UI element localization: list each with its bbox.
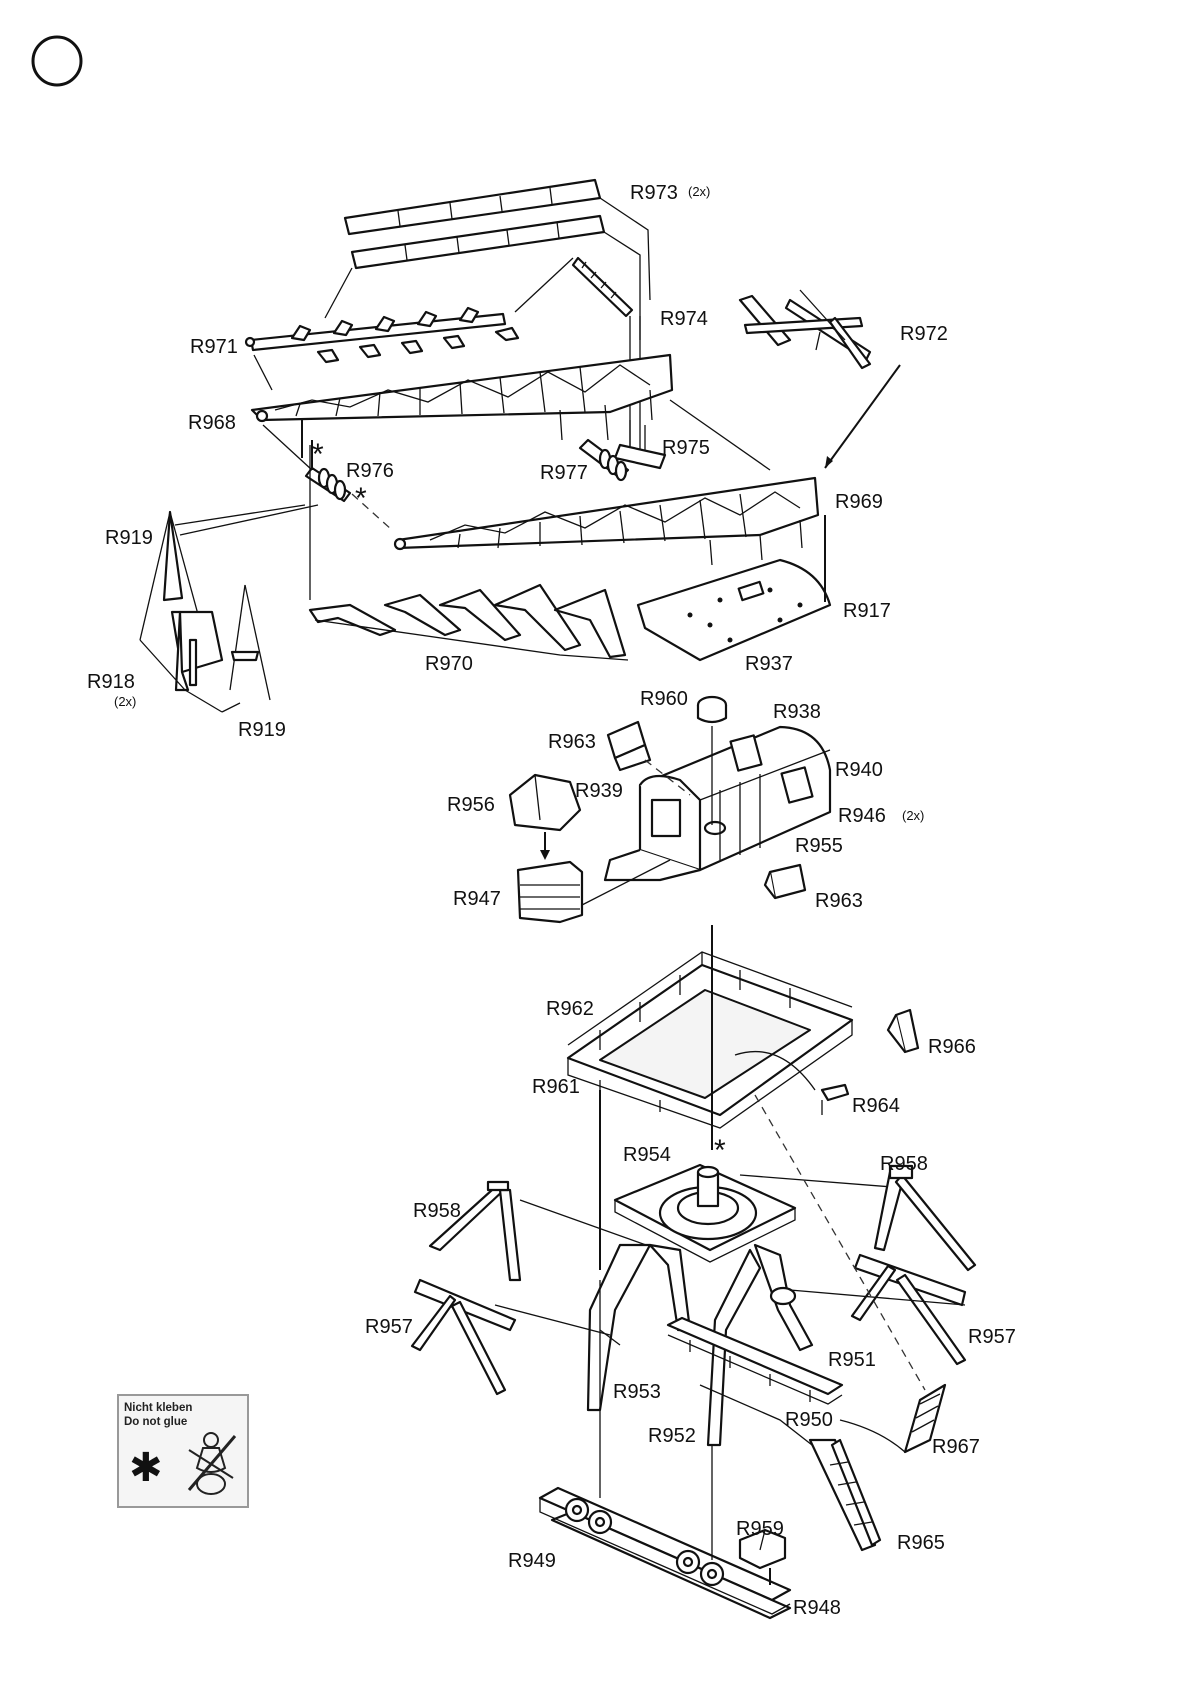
label-r917: R917 — [843, 600, 891, 622]
page-marker-circle — [33, 37, 81, 85]
label-r962: R962 — [546, 998, 594, 1020]
label-r974: R974 — [660, 308, 708, 330]
no-glue-marker: * — [714, 1134, 726, 1167]
label-r918: R918 — [87, 671, 135, 693]
qty-r946: (2x) — [902, 808, 924, 823]
part-r957-brace-left — [412, 1280, 610, 1394]
label-r963-top: R963 — [548, 731, 596, 753]
label-r947: R947 — [453, 888, 501, 910]
label-r939: R939 — [575, 780, 623, 802]
label-r967: R967 — [932, 1436, 980, 1458]
label-r972: R972 — [900, 323, 948, 345]
no-glue-marker: * — [312, 438, 324, 471]
label-r958-left: R958 — [413, 1200, 461, 1222]
label-r961: R961 — [532, 1076, 580, 1098]
label-r976: R976 — [346, 460, 394, 482]
label-r977: R977 — [540, 462, 588, 484]
no-glue-legend: Nicht kleben Do not glue ✱ — [117, 1394, 249, 1508]
no-glue-marker: * — [355, 482, 367, 515]
part-r971-rail — [246, 308, 518, 390]
part-r958-support-left — [430, 1182, 520, 1280]
asterisk-symbol: ✱ — [129, 1448, 163, 1488]
part-r951-beam — [668, 1318, 842, 1404]
part-r956-hood — [510, 775, 580, 860]
part-r958-support-right — [875, 1166, 975, 1270]
part-r919-tower-left — [140, 505, 318, 640]
label-r956: R956 — [447, 794, 495, 816]
label-r951: R951 — [828, 1349, 876, 1371]
part-r969-truss — [395, 478, 818, 565]
label-r946: R946 — [838, 805, 886, 827]
label-r955: R955 — [795, 835, 843, 857]
part-r967-ladder — [840, 1385, 945, 1452]
no-glue-bottle-icon — [181, 1428, 241, 1498]
qty-r973: (2x) — [688, 184, 710, 199]
part-r963-lower — [765, 865, 805, 898]
label-r958-right: R958 — [880, 1153, 928, 1175]
part-r918-frame — [140, 612, 222, 690]
label-r968: R968 — [188, 412, 236, 434]
part-r954-turntable — [520, 1165, 905, 1262]
label-r959: R959 — [736, 1518, 784, 1540]
label-r954: R954 — [623, 1144, 671, 1166]
label-r966: R966 — [928, 1036, 976, 1058]
label-r919-top: R919 — [105, 527, 153, 549]
label-r957-right: R957 — [968, 1326, 1016, 1348]
part-r949-base — [540, 1280, 790, 1618]
qty-r918: (2x) — [114, 694, 136, 709]
label-r940: R940 — [835, 759, 883, 781]
label-r937: R937 — [745, 653, 793, 675]
label-r919-bottom: R919 — [238, 719, 286, 741]
part-r957-brace-right — [790, 1255, 965, 1364]
label-r948: R948 — [793, 1597, 841, 1619]
legend-line-german: Nicht kleben — [124, 1402, 192, 1415]
label-r949: R949 — [508, 1550, 556, 1572]
label-r964: R964 — [852, 1095, 900, 1117]
part-r972-cross — [740, 290, 900, 468]
label-r970: R970 — [425, 653, 473, 675]
label-r973: R973 — [630, 182, 678, 204]
label-r960: R960 — [640, 688, 688, 710]
label-r953: R953 — [613, 1381, 661, 1403]
label-r950: R950 — [785, 1409, 833, 1431]
legend-line-english: Do not glue — [124, 1416, 187, 1429]
label-r969: R969 — [835, 491, 883, 513]
label-r938: R938 — [773, 701, 821, 723]
label-r963-bottom: R963 — [815, 890, 863, 912]
part-r966-step — [888, 1010, 918, 1052]
label-r957-left: R957 — [365, 1316, 413, 1338]
label-r965: R965 — [897, 1532, 945, 1554]
label-r971: R971 — [190, 336, 238, 358]
label-r975: R975 — [662, 437, 710, 459]
label-r952: R952 — [648, 1425, 696, 1447]
